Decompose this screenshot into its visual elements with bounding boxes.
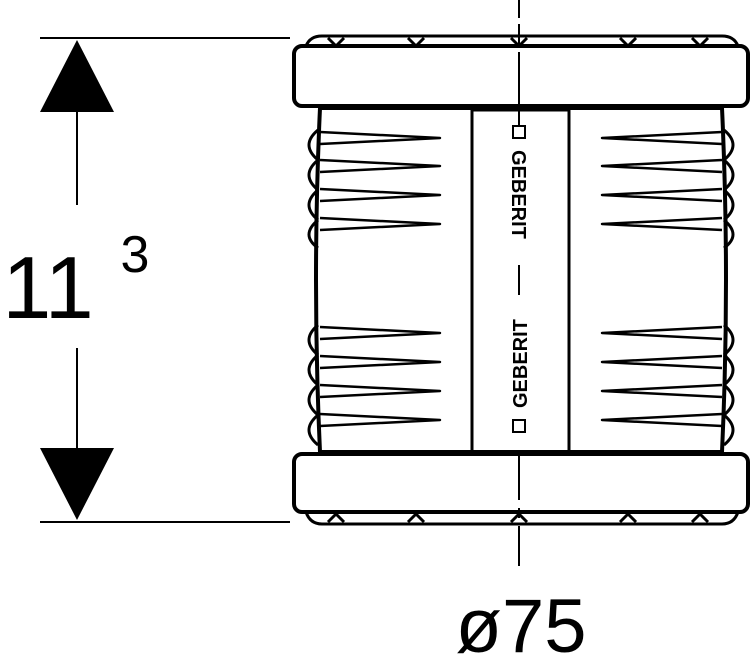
top-sleeve-ring xyxy=(292,44,750,108)
height-dimension-value: 11 xyxy=(2,238,93,337)
brand-square-icon xyxy=(512,125,526,139)
pipe-coupling xyxy=(292,34,750,526)
grooves-left xyxy=(319,130,442,428)
top-ring-lip xyxy=(304,34,740,47)
side-ribs-right xyxy=(723,128,735,447)
ring-notches xyxy=(326,36,710,524)
arrow-down-icon xyxy=(40,448,114,520)
brand-label-lower: GEBERIT xyxy=(510,319,532,408)
bottom-ring-lip xyxy=(304,511,740,526)
arrow-up-icon xyxy=(40,40,114,112)
height-dimension-superscript: 3 xyxy=(121,226,150,284)
side-ribs-left xyxy=(307,128,319,447)
label-plate xyxy=(470,108,571,454)
grooves-right xyxy=(600,130,723,428)
brand-markings: GEBERIT GEBERIT xyxy=(507,125,532,433)
brand-label-upper: GEBERIT xyxy=(507,150,529,239)
brand-square-icon-lower xyxy=(512,419,526,433)
diameter-dimension-value: ø75 xyxy=(456,584,587,669)
height-dimension: 11 3 xyxy=(2,37,290,523)
bottom-sleeve-ring xyxy=(292,452,750,514)
